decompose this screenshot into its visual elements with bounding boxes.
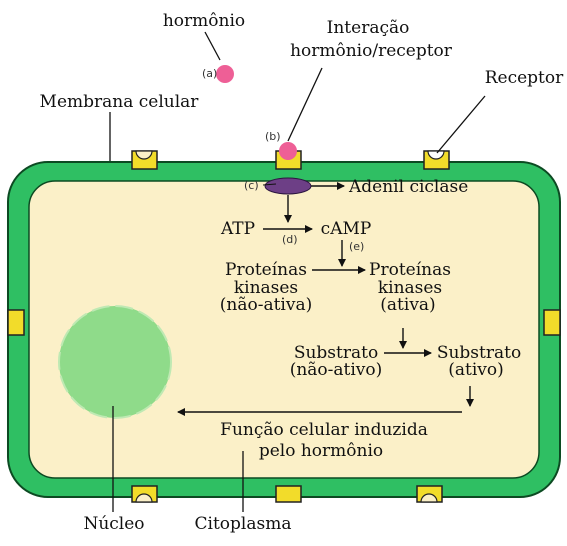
- label-function-1: Função celular induzida: [220, 420, 428, 440]
- label-pk-inactive-3: (não-ativa): [220, 295, 312, 315]
- receptor-bottom-middle: [276, 486, 301, 502]
- receptor-bottom-left: [132, 486, 157, 502]
- label-atp: ATP: [220, 219, 255, 239]
- receptor-top-left: [132, 151, 157, 169]
- label-membrane: Membrana celular: [40, 92, 200, 112]
- pointer-hormone: [205, 32, 220, 60]
- label-pk-inactive-1: Proteínas: [225, 260, 307, 280]
- label-function-2: pelo hormônio: [259, 441, 383, 461]
- step-a: (a): [202, 67, 217, 80]
- receptor-bottom-right: [417, 486, 442, 502]
- label-substrate-inactive-2: (não-ativo): [290, 360, 383, 380]
- label-interaction-line1: Interação: [327, 18, 410, 38]
- step-c: (c): [244, 179, 259, 192]
- receptor-left: [8, 310, 24, 335]
- receptor-right: [544, 310, 560, 335]
- nucleus: [59, 306, 171, 418]
- label-cytoplasm: Citoplasma: [195, 514, 292, 534]
- receptor-top-right: [424, 151, 449, 169]
- step-d: (d): [282, 233, 298, 246]
- pointer-receptor: [437, 96, 485, 153]
- label-camp: cAMP: [321, 219, 372, 239]
- pointer-interaction: [288, 68, 322, 141]
- label-adenyl-cyclase: Adenil ciclase: [348, 177, 468, 197]
- step-e: (e): [349, 240, 364, 253]
- hormone-free: [216, 65, 234, 83]
- label-interaction-line2: hormônio/receptor: [290, 41, 453, 61]
- label-pk-active-3: (ativa): [380, 295, 435, 315]
- step-b: (b): [265, 130, 281, 143]
- label-pk-active-1: Proteínas: [369, 260, 451, 280]
- label-substrate-active-2: (ativo): [448, 360, 504, 380]
- adenyl-cyclase: [265, 178, 311, 194]
- label-nucleus: Núcleo: [83, 514, 144, 534]
- label-hormone: hormônio: [163, 11, 245, 31]
- hormone-bound: [279, 142, 297, 160]
- label-receptor: Receptor: [485, 68, 564, 88]
